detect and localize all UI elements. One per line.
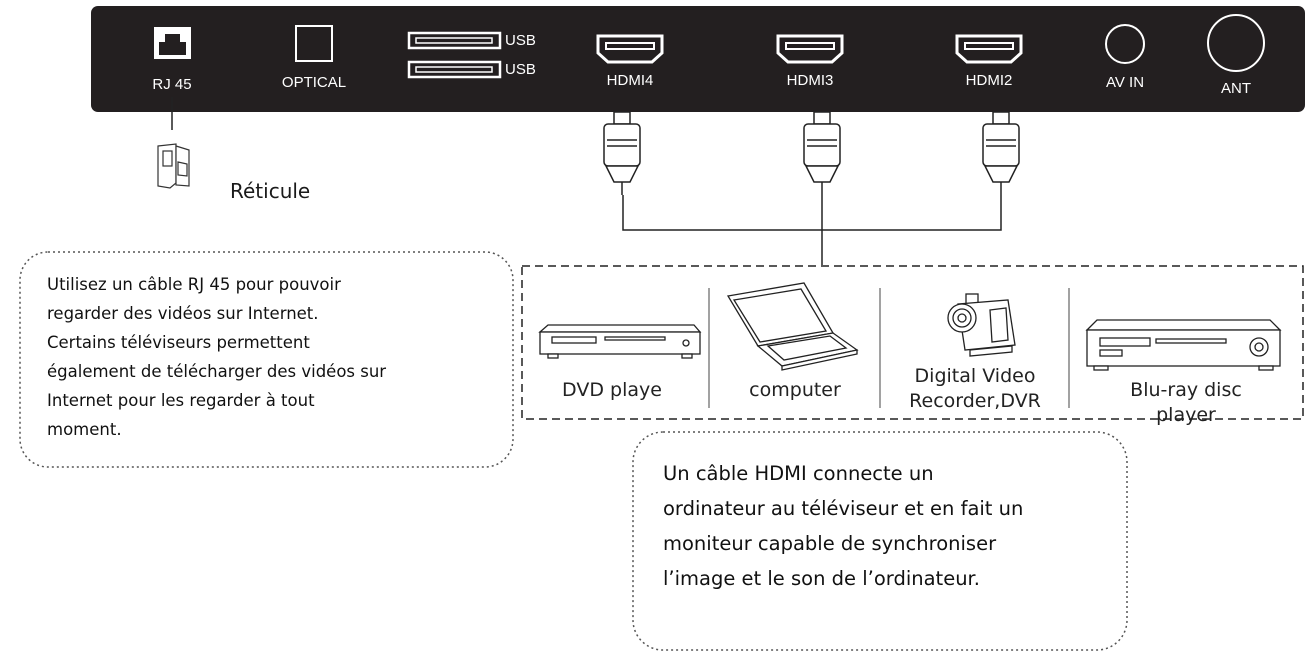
rj45-note-box <box>19 251 514 468</box>
usb-port-icon <box>407 60 502 79</box>
av-in-port-label: AV IN <box>1105 74 1145 91</box>
rj45-note-line: regarder des vidéos sur Internet. <box>47 304 319 323</box>
rj45-note-line: Internet pour les regarder à tout <box>47 391 315 410</box>
dvd-player-icon <box>538 324 702 359</box>
hdmi2-port-label: HDMI2 <box>965 72 1013 89</box>
hdmi-note: Un câble HDMI connecte un ordinateur au … <box>663 456 1023 596</box>
hdmi4-port-icon <box>596 34 664 64</box>
rj45-port-label: RJ 45 <box>152 76 192 93</box>
rj45-note-line: Utilisez un câble RJ 45 pour pouvoir <box>47 275 341 294</box>
hdmi-note-line: ordinateur au téléviseur et en fait un <box>663 497 1024 520</box>
usb-port-icon <box>407 31 502 50</box>
hdmi4-port-label: HDMI4 <box>606 72 654 89</box>
hdmi-note-box <box>632 431 1128 651</box>
cable-bus <box>622 195 1002 265</box>
ant-port-icon <box>1207 14 1265 72</box>
hdmi-cable-icon <box>982 111 1020 195</box>
av-in-port-icon <box>1105 24 1145 64</box>
rj45-note-line: Certains téléviseurs permettent <box>47 333 310 352</box>
rj45-note-line: également de télécharger des vidéos sur <box>47 362 387 381</box>
network-label: Réticule <box>230 179 311 203</box>
devices-box <box>521 265 1304 420</box>
hdmi2-port-icon <box>955 34 1023 64</box>
bluray-player-icon <box>1085 319 1282 371</box>
camcorder-icon <box>947 293 1016 357</box>
ant-port-label: ANT <box>1221 80 1251 97</box>
hdmi-note-line: l’image et le son de l’ordinateur. <box>663 567 980 590</box>
computer-label: computer <box>749 379 841 401</box>
laptop-icon <box>726 282 859 371</box>
hdmi-cable-icon <box>603 111 641 195</box>
hdmi3-port-label: HDMI3 <box>786 72 834 89</box>
dvr-label: Digital Video Recorder,DVR <box>909 364 1041 414</box>
hdmi3-port-icon <box>776 34 844 64</box>
tv-back-panel <box>91 6 1305 112</box>
dvr-label-line: Recorder,DVR <box>909 390 1041 412</box>
optical-port-label: OPTICAL <box>281 74 347 91</box>
dvr-label-line: Digital Video <box>914 365 1036 387</box>
usb2-port-label: USB <box>505 61 536 78</box>
optical-port-icon <box>295 25 333 62</box>
rj45-note-line: moment. <box>47 420 122 439</box>
rj45-port-icon <box>154 27 191 59</box>
bluray-player-label: Blu-ray disc player <box>1130 379 1242 426</box>
usb1-port-label: USB <box>505 32 536 49</box>
hdmi-note-line: Un câble HDMI connecte un <box>663 462 934 485</box>
rj45-note: Utilisez un câble RJ 45 pour pouvoir reg… <box>47 270 386 444</box>
rj45-connector-icon <box>157 143 190 189</box>
dvd-player-label: DVD playe <box>562 379 662 401</box>
hdmi-note-line: moniteur capable de synchroniser <box>663 532 997 555</box>
hdmi-cable-icon <box>803 111 841 195</box>
